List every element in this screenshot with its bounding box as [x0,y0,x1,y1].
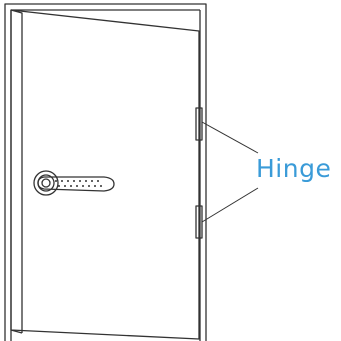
door-leaf-outline [10,9,200,340]
leader-line-bottom [201,187,259,223]
hinge-top [195,107,203,141]
door-frame [4,3,207,341]
handle-rosette-outer [33,170,59,196]
handle-grip-dots [55,180,102,187]
leader-line-top [201,121,259,154]
door-leaf-edge [10,9,23,333]
hinge-leader-lines [201,121,259,223]
handle-lever [37,176,115,192]
door-leaf-bottom-edge [10,329,23,334]
door-frame-outer [4,3,207,341]
hinge-callout-label: Hinge [256,154,332,183]
handle-pivot [41,178,51,188]
door-lever-handle-icon [33,170,115,196]
door-leaf [10,9,200,340]
